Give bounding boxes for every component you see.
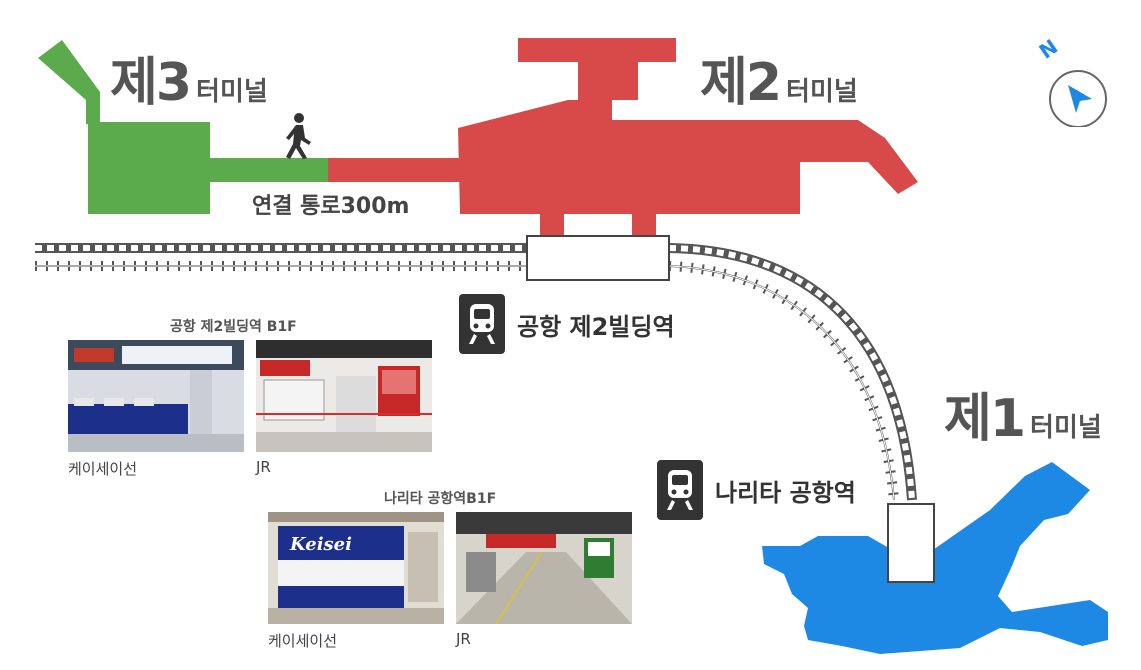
narita-platform <box>887 503 935 583</box>
terminal-1-number: 제1 <box>944 389 1026 449</box>
pedestrian-icon <box>286 113 311 159</box>
photo-bldg2-keisei <box>68 340 244 452</box>
narita-photo-title: 나리타 공항역B1F <box>384 491 497 507</box>
train-icon <box>657 460 703 520</box>
walkway-label: 연결 통로300m <box>252 194 410 219</box>
keisei-sign-text: Keisei <box>289 534 352 555</box>
station-bldg2-name: 공항 제2빌딩역 <box>517 312 675 341</box>
terminal-1-suffix: 터미널 <box>1030 413 1102 443</box>
terminal-2-suffix: 터미널 <box>786 77 858 107</box>
bldg2-photo-title: 공항 제2빌딩역 B1F <box>170 319 297 335</box>
station-narita: 나리타 공항역 <box>657 460 856 520</box>
photo-narita-keisei-caption: 케이세이선 <box>268 632 338 650</box>
terminal-3-suffix: 터미널 <box>196 77 268 107</box>
photo-narita-keisei: Keisei <box>268 512 444 624</box>
compass: N <box>1035 34 1112 128</box>
photo-bldg2-jr-caption: JR <box>256 458 271 476</box>
photo-bldg2-keisei-caption: 케이세이선 <box>68 460 138 478</box>
railway-tracks <box>35 243 917 501</box>
station-bldg2: 공항 제2빌딩역 <box>459 294 675 354</box>
terminal-3-number: 제3 <box>110 53 192 113</box>
terminal-2-number: 제2 <box>700 53 782 113</box>
terminal-3-shape <box>38 40 330 214</box>
photo-narita-jr <box>456 512 632 624</box>
bldg2-platform <box>526 235 670 281</box>
station-narita-name: 나리타 공항역 <box>715 478 856 507</box>
north-arrow-icon <box>1068 85 1092 113</box>
photo-narita-jr-caption: JR <box>456 630 471 648</box>
train-icon <box>459 294 505 354</box>
photo-bldg2-jr <box>256 340 432 452</box>
